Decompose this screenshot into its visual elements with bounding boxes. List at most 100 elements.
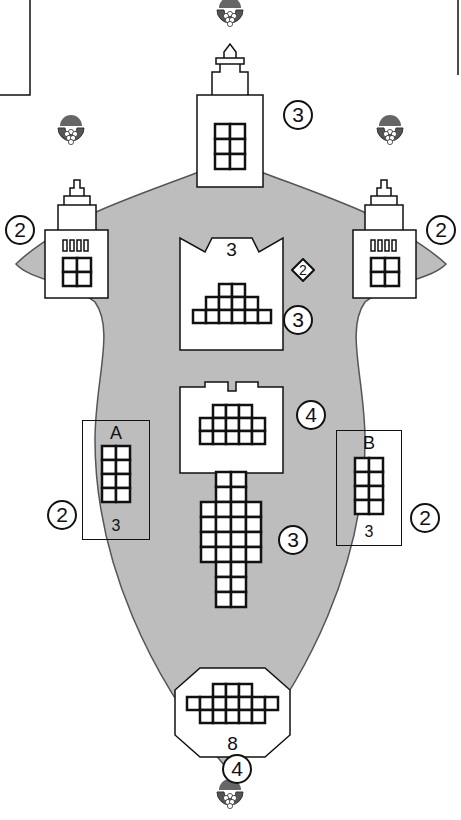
window-cell: [231, 592, 246, 607]
window-cell: [239, 710, 252, 723]
window-cell: [201, 532, 216, 547]
window-cell: [230, 154, 245, 169]
window-cell: [200, 697, 213, 710]
diamond-marker: 2: [291, 258, 315, 282]
window-cell: [102, 488, 116, 502]
frame-line: [0, 0, 30, 95]
window-cell: [226, 710, 239, 723]
window-cell: [206, 310, 219, 323]
window-cell: [245, 297, 258, 310]
window-cell: [369, 458, 383, 472]
window-cell: [231, 562, 246, 577]
window-cell: [226, 697, 239, 710]
window-cell: [116, 460, 130, 474]
window-cell: [355, 486, 369, 500]
window-cell: [231, 517, 246, 532]
window-cell: [200, 710, 213, 723]
window-slit: [70, 240, 74, 251]
window-cell: [102, 460, 116, 474]
fan-icon: [58, 115, 84, 145]
callout-number: 2: [47, 500, 77, 530]
window-cell: [215, 124, 230, 139]
callout-number: 4: [222, 754, 252, 784]
tower-building: [353, 230, 416, 298]
board-region: [16, 160, 446, 772]
window-cell: [226, 405, 239, 418]
callout-number: 2: [426, 215, 456, 245]
window-cell: [232, 310, 245, 323]
window-cell: [200, 431, 213, 444]
callout-number: 2: [5, 215, 35, 245]
window-cell: [226, 684, 239, 697]
window-slit: [77, 240, 81, 251]
window-cell: [246, 502, 261, 517]
fan-icon: [377, 115, 403, 145]
callout-number: 4: [296, 400, 326, 430]
fan-icons: [58, 0, 403, 809]
tower-spire: [365, 180, 403, 232]
window-cell: [216, 577, 231, 592]
window-cell: [231, 547, 246, 562]
window-slit: [84, 240, 88, 251]
window-slit: [385, 240, 389, 251]
hall-building: [180, 382, 283, 473]
window-cell: [258, 310, 271, 323]
window-cell: [239, 405, 252, 418]
tower-building: [197, 95, 263, 187]
window-cell: [206, 297, 219, 310]
window-cell: [63, 272, 77, 286]
node-value: 3: [83, 516, 149, 536]
window-cell: [216, 502, 231, 517]
window-cell: [232, 297, 245, 310]
window-cell: [215, 154, 230, 169]
node-label: 3: [176, 240, 287, 260]
window-cell: [246, 547, 261, 562]
node-label: 2: [419, 507, 431, 529]
window-cell: [252, 710, 265, 723]
node-label: B: [337, 433, 401, 453]
window-cell: [231, 577, 246, 592]
window-cell: [201, 502, 216, 517]
window-cell: [252, 697, 265, 710]
node-label: 8: [171, 734, 294, 754]
window-cell: [371, 258, 385, 272]
district-card: B3: [336, 430, 402, 546]
window-cell: [213, 697, 226, 710]
buildings: [45, 44, 416, 757]
window-cell: [213, 418, 226, 431]
node-label: 4: [231, 758, 243, 780]
window-cell: [252, 431, 265, 444]
window-cell: [239, 431, 252, 444]
window-cell: [385, 272, 399, 286]
window-cell: [369, 472, 383, 486]
window-cell: [200, 418, 213, 431]
window-cell: [239, 684, 252, 697]
callout-number: 2: [410, 503, 440, 533]
window-cell: [226, 431, 239, 444]
node-label: 3: [292, 309, 304, 331]
window-cell: [116, 474, 130, 488]
window-cell: [355, 472, 369, 486]
window-cell: [232, 284, 245, 297]
window-cell: [201, 517, 216, 532]
callout-number: 3: [283, 100, 313, 130]
window-cell: [231, 472, 246, 487]
window-cell: [187, 697, 200, 710]
window-cell: [231, 532, 246, 547]
window-cell: [245, 310, 258, 323]
window-slit: [63, 240, 67, 251]
window-cell: [216, 472, 231, 487]
callout-number: 3: [278, 525, 308, 555]
window-cell: [265, 697, 278, 710]
octagon-building: 8: [171, 668, 294, 757]
node-label: 3: [287, 529, 299, 551]
tower-spire: [212, 44, 248, 97]
window-cell: [239, 697, 252, 710]
window-cell: [230, 139, 245, 154]
window-cell: [201, 547, 216, 562]
window-cell: [215, 139, 230, 154]
window-cell: [116, 488, 130, 502]
tower-spire: [58, 180, 96, 232]
window-grids: [63, 124, 399, 723]
